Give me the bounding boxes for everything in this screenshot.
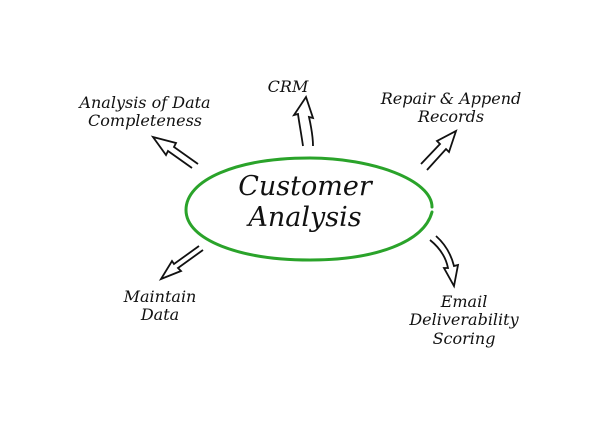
node-repair-append-line2: Records (417, 107, 485, 127)
node-maintain-data: Maintain Data (100, 287, 220, 325)
node-maintain-data-line2: Data (140, 305, 180, 325)
node-analysis-completeness: Analysis of Data Completeness (55, 93, 235, 131)
arrow-maintain-data (158, 245, 204, 281)
node-email-scoring: Email Deliverability Scoring (384, 292, 544, 348)
node-repair-append-line1: Repair & Append (380, 89, 522, 108)
node-maintain-data-line1: Maintain (123, 287, 197, 306)
node-repair-append: Repair & Append Records (358, 89, 544, 127)
center-label-line2: Analysis (248, 202, 362, 234)
node-email-scoring-line3: Scoring (432, 328, 496, 348)
node-email-scoring-line1: Email (440, 292, 488, 311)
node-crm: CRM (258, 77, 318, 96)
center-label-line1: Customer (238, 171, 372, 202)
node-email-scoring-line2: Deliverability (409, 310, 519, 330)
node-analysis-completeness-line1: Analysis of Data (79, 93, 211, 112)
arrow-repair-append (420, 129, 458, 171)
node-crm-line1: CRM (267, 77, 309, 96)
arrow-crm (291, 94, 315, 147)
arrow-analysis-completeness (150, 135, 199, 169)
node-analysis-completeness-line2: Completeness (88, 111, 202, 131)
center-ellipse (184, 156, 434, 262)
center-label: Customer Analysis (205, 171, 405, 233)
arrow-email-scoring (429, 235, 460, 289)
